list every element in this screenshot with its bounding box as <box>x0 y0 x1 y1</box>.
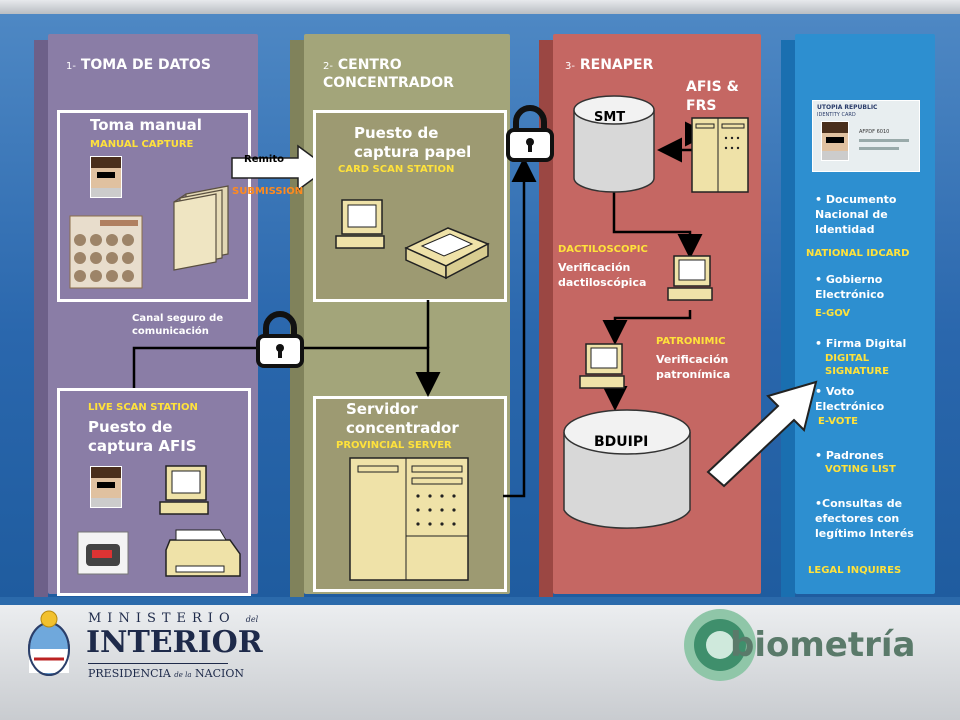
item-consultas-en: LEGAL INQUIRES <box>808 565 902 576</box>
id-card-header: UTOPIA REPUBLIC <box>817 104 878 111</box>
id-card-image: UTOPIA REPUBLIC IDENTITY CARD AFPDF 6010 <box>812 100 920 172</box>
biometria-label: biometría <box>730 625 916 665</box>
server-title: Servidor concentrador <box>346 400 459 437</box>
face-photo-icon <box>90 156 122 198</box>
item-consultas: •Consultas de efectores con legítimo Int… <box>815 497 914 540</box>
item-firma: • Firma Digital <box>815 337 907 350</box>
item-padrones: • Padrones <box>815 449 884 462</box>
smt-cylinder-icon <box>573 95 655 193</box>
computer-icon-2 <box>335 199 385 249</box>
afis-server-icon <box>691 117 749 193</box>
face-photo-icon-2 <box>90 466 122 508</box>
bduipi-cylinder-icon <box>563 409 691 529</box>
manual-capture-title: Toma manual <box>90 116 202 134</box>
item-voto-en: E-VOTE <box>818 416 858 427</box>
item-padrones-en: VOTING LIST <box>825 464 896 475</box>
footer: MINISTERIO del INTERIOR PRESIDENCIA de l… <box>0 597 960 720</box>
manual-capture-subtitle: MANUAL CAPTURE <box>90 139 194 150</box>
server-subtitle: PROVINCIAL SERVER <box>336 440 452 451</box>
id-card-name: AFPDF 6010 <box>859 129 890 135</box>
presidencia-label: PRESIDENCIA de la NACION <box>88 667 245 680</box>
output-arrow <box>706 380 818 488</box>
item-dni-en: NATIONAL IDCARD <box>806 248 910 259</box>
live-scan-label: LIVE SCAN STATION <box>88 402 198 413</box>
item-dni: • Documento Nacional de Identidad <box>815 193 897 236</box>
item-firma-en: DIGITAL SIGNATURE <box>825 353 889 377</box>
dactiloscopic-es-label: Verificación dactiloscópica <box>558 261 647 289</box>
padlock-icon <box>256 311 304 368</box>
diagram-canvas: 1- TOMA DE DATOS 2- CENTRO CONCENTRADOR … <box>0 14 960 600</box>
afis-station-title: Puesto de captura AFIS <box>88 418 197 455</box>
computer-icon-3 <box>667 255 713 301</box>
document-stack-icon <box>173 185 229 271</box>
padlock-icon-2 <box>506 105 554 162</box>
fingerprint-card-icon <box>69 215 143 289</box>
col1-title: 1- TOMA DE DATOS <box>66 57 211 73</box>
secure-channel-label: Canal seguro de comunicación <box>132 313 224 337</box>
item-egov-en: E-GOV <box>815 308 851 319</box>
patronimic-label: PATRONIMIC <box>656 336 726 347</box>
computer-icon-4 <box>579 343 625 389</box>
printer-icon <box>165 529 241 577</box>
dactiloscopic-label: DACTILOSCOPIC <box>558 244 648 255</box>
afis-frs-label: AFIS & FRS <box>686 79 739 114</box>
ministerio-label: MINISTERIO del <box>88 611 259 626</box>
col2-title: 2- CENTRO CONCENTRADOR <box>323 57 454 91</box>
col3-title: 3- RENAPER <box>565 57 654 73</box>
top-bar <box>0 0 960 14</box>
card-scan-subtitle: CARD SCAN STATION <box>338 164 455 175</box>
bduipi-label: BDUIPI <box>594 434 649 450</box>
fingerprint-scanner-icon <box>77 531 129 575</box>
interior-label: INTERIOR <box>86 625 263 660</box>
patronimic-es-label: Verificación patronímica <box>656 353 731 381</box>
submission-label: SUBMISSION <box>232 186 304 197</box>
id-card-sub: IDENTITY CARD <box>817 112 856 118</box>
computer-icon <box>159 465 209 515</box>
remito-label: Remito <box>244 154 284 165</box>
smt-label: SMT <box>594 110 626 125</box>
coat-of-arms-logo <box>28 610 70 676</box>
scanner-icon <box>404 227 490 280</box>
card-scan-title: Puesto de captura papel <box>354 124 472 161</box>
item-egov: • Gobierno Electrónico <box>815 273 885 301</box>
biometria-logo-icon <box>684 609 756 681</box>
item-voto: • Voto Electrónico <box>815 385 885 413</box>
server-rack-icon <box>349 457 469 581</box>
